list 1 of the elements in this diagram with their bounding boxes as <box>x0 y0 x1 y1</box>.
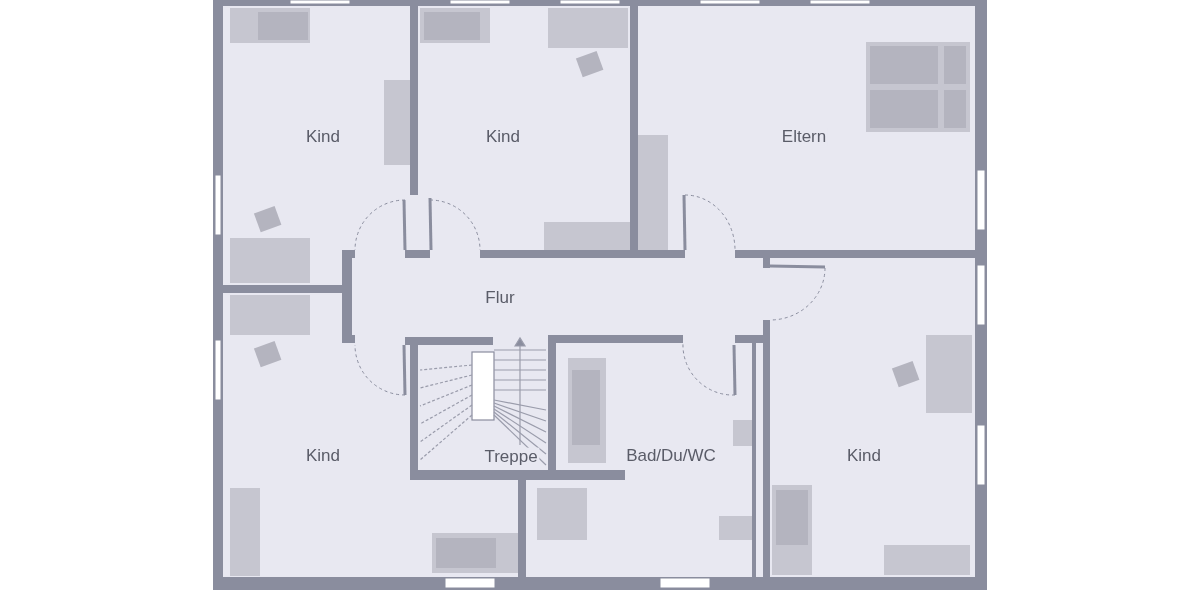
room-label: Treppe <box>482 447 540 467</box>
